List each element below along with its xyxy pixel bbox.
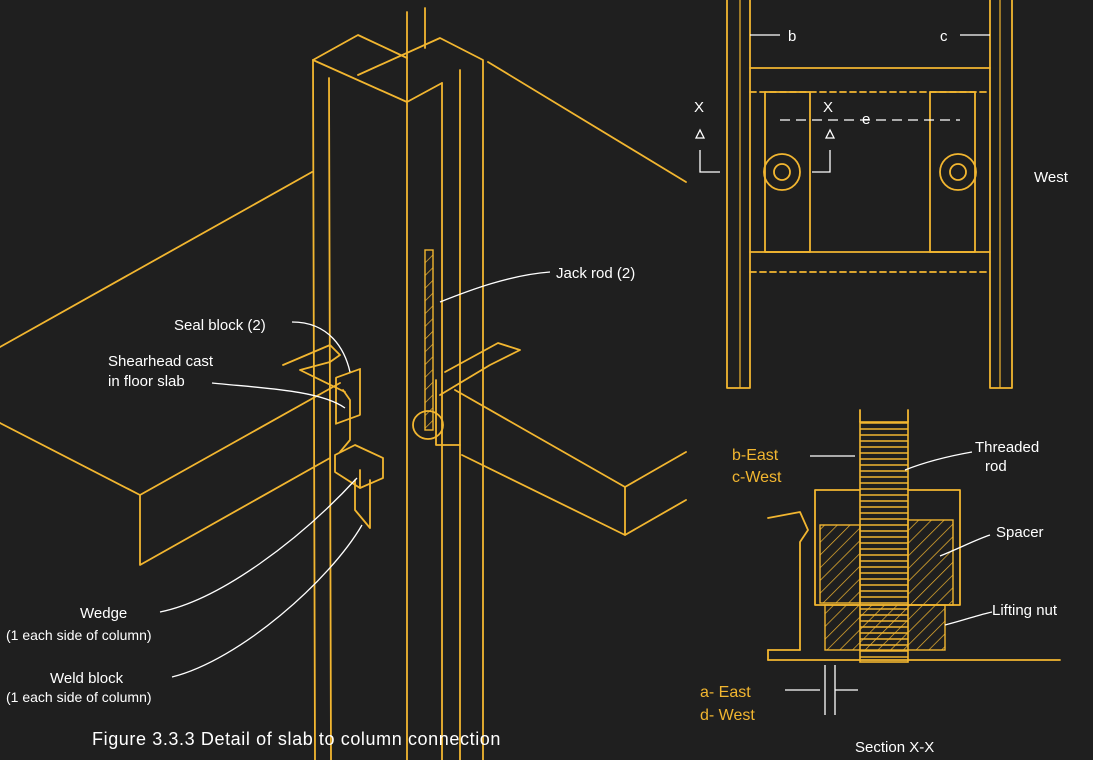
shearhead-label-line2: in floor slab (108, 373, 185, 390)
c-west-label: c-West (732, 469, 782, 486)
right-floor-slab (454, 61, 687, 536)
plan-dimensions (694, 34, 990, 173)
dim-e-label: e (862, 111, 870, 128)
lifting-nut-label: Lifting nut (992, 602, 1058, 619)
west-label: West (1034, 169, 1069, 186)
b-east-label: b-East (732, 447, 779, 464)
wedge-label-line1: Wedge (80, 605, 127, 622)
section-x-x: b-East c-West a- East d- West Threaded r… (700, 409, 1061, 756)
dim-b-label: b (788, 28, 796, 45)
seal-block-label: Seal block (2) (174, 317, 266, 334)
iso-leaders (159, 271, 551, 678)
jack-rod-label: Jack rod (2) (556, 265, 635, 282)
section-leaders (785, 451, 993, 715)
section-mark-left: X (694, 99, 704, 116)
threaded-rod-label-line2: rod (985, 458, 1007, 475)
wedge-label-line2: (1 each side of column) (6, 627, 152, 643)
figure-caption: Figure 3.3.3 Detail of slab to column co… (92, 729, 501, 749)
section-mark-mid: X (823, 99, 833, 116)
weld-block-label-line2: (1 each side of column) (6, 689, 152, 705)
left-floor-slab (0, 171, 341, 566)
isometric-view: Jack rod (2) Seal block (2) Shearhead ca… (0, 7, 687, 760)
a-east-label: a- East (700, 684, 751, 701)
plan-view: b c e X X West (694, 0, 1069, 389)
weld-block-label-line1: Weld block (50, 670, 124, 687)
d-west-label: d- West (700, 707, 755, 724)
jack-rod (412, 249, 444, 440)
shearhead-assembly (282, 342, 521, 529)
spacer-label: Spacer (996, 524, 1044, 541)
threaded-rod-label-line1: Threaded (975, 439, 1039, 456)
section-title: Section X-X (855, 739, 934, 756)
dim-c-label: c (940, 28, 948, 45)
shearhead-label-line1: Shearhead cast (108, 353, 214, 370)
